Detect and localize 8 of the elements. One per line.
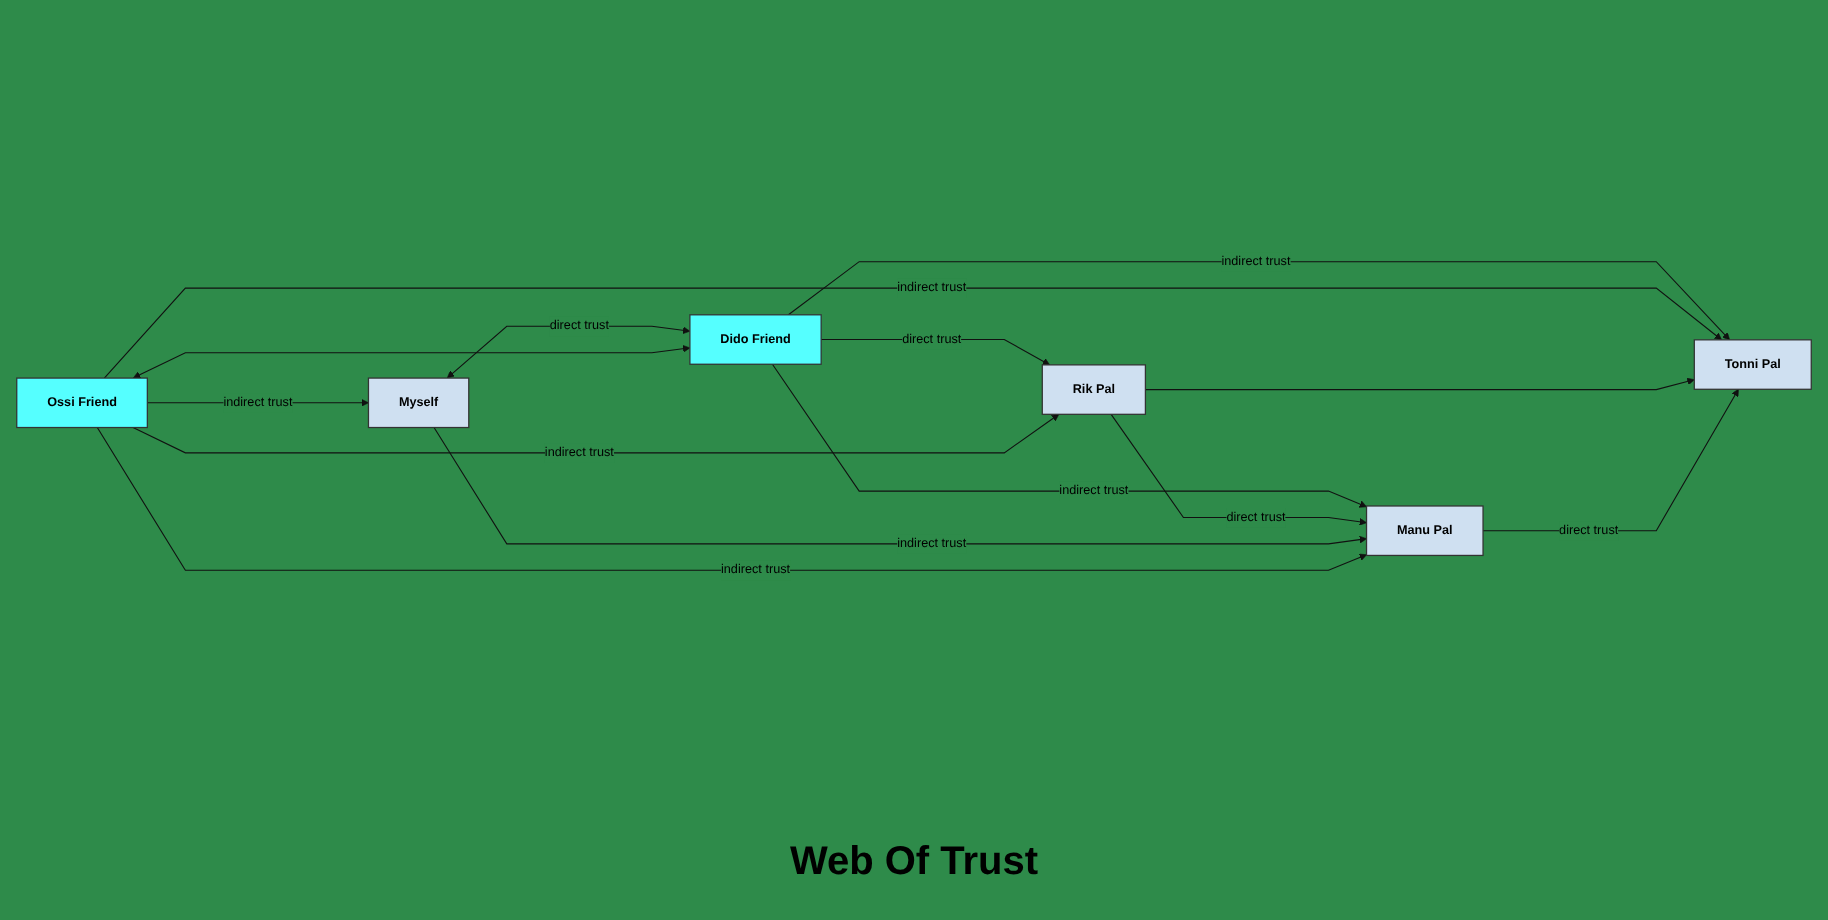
- arrow: [133, 344, 691, 378]
- arrow: [1144, 376, 1695, 390]
- arrow: [787, 260, 1730, 340]
- arrow: [132, 412, 1060, 453]
- arrow: [771, 362, 1367, 507]
- arrow: [433, 425, 1367, 544]
- diagram-title: Web Of Trust: [787, 840, 1041, 886]
- arrow: [96, 425, 1367, 570]
